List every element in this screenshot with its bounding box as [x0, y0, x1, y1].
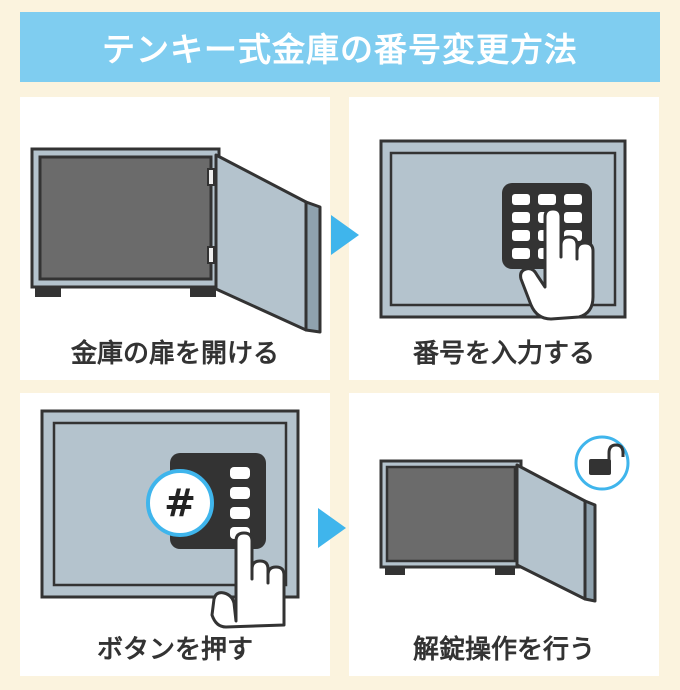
- safe-door: [515, 463, 587, 601]
- unlock-icon: [574, 435, 630, 491]
- pointing-hand-icon: [519, 207, 595, 321]
- title-banner: テンキー式金庫の番号変更方法: [20, 12, 660, 82]
- hash-key-bubble: [146, 469, 214, 537]
- step-1-panel: 金庫の扉を開ける: [20, 97, 330, 380]
- safe-door-inset: [389, 151, 617, 307]
- safe-door-edge: [583, 499, 597, 603]
- step-3-panel: # ボタンを押す: [20, 393, 330, 676]
- keypad-entry-illustration: [379, 139, 627, 321]
- page-title: テンキー式金庫の番号変更方法: [102, 30, 578, 69]
- safe-feet: [385, 565, 515, 575]
- safe-door: [214, 153, 308, 332]
- step-1-caption: 金庫の扉を開ける: [70, 339, 279, 369]
- step-2-caption: 番号を入力する: [412, 339, 595, 369]
- door-hinge-top: [207, 168, 215, 186]
- step-2-panel: 番号を入力する: [349, 97, 659, 380]
- safe-interior: [38, 155, 213, 281]
- door-hinge-bottom: [207, 246, 215, 264]
- safe-interior: [385, 465, 517, 563]
- next-arrow-icon: [331, 215, 359, 255]
- open-safe-illustration: [30, 147, 322, 334]
- hash-key-label: #: [164, 481, 196, 525]
- step-3-caption: ボタンを押す: [96, 635, 253, 665]
- pointing-hand-icon: [210, 531, 286, 629]
- press-button-illustration: [40, 409, 300, 629]
- unlocked-safe-illustration: [379, 435, 630, 603]
- safe-door-inset: [52, 421, 288, 587]
- next-arrow-icon-2: [318, 508, 346, 548]
- step-4-panel: 解錠操作を行う: [349, 393, 659, 676]
- safe-door-edge: [304, 200, 322, 334]
- step-4-caption: 解錠操作を行う: [412, 635, 595, 665]
